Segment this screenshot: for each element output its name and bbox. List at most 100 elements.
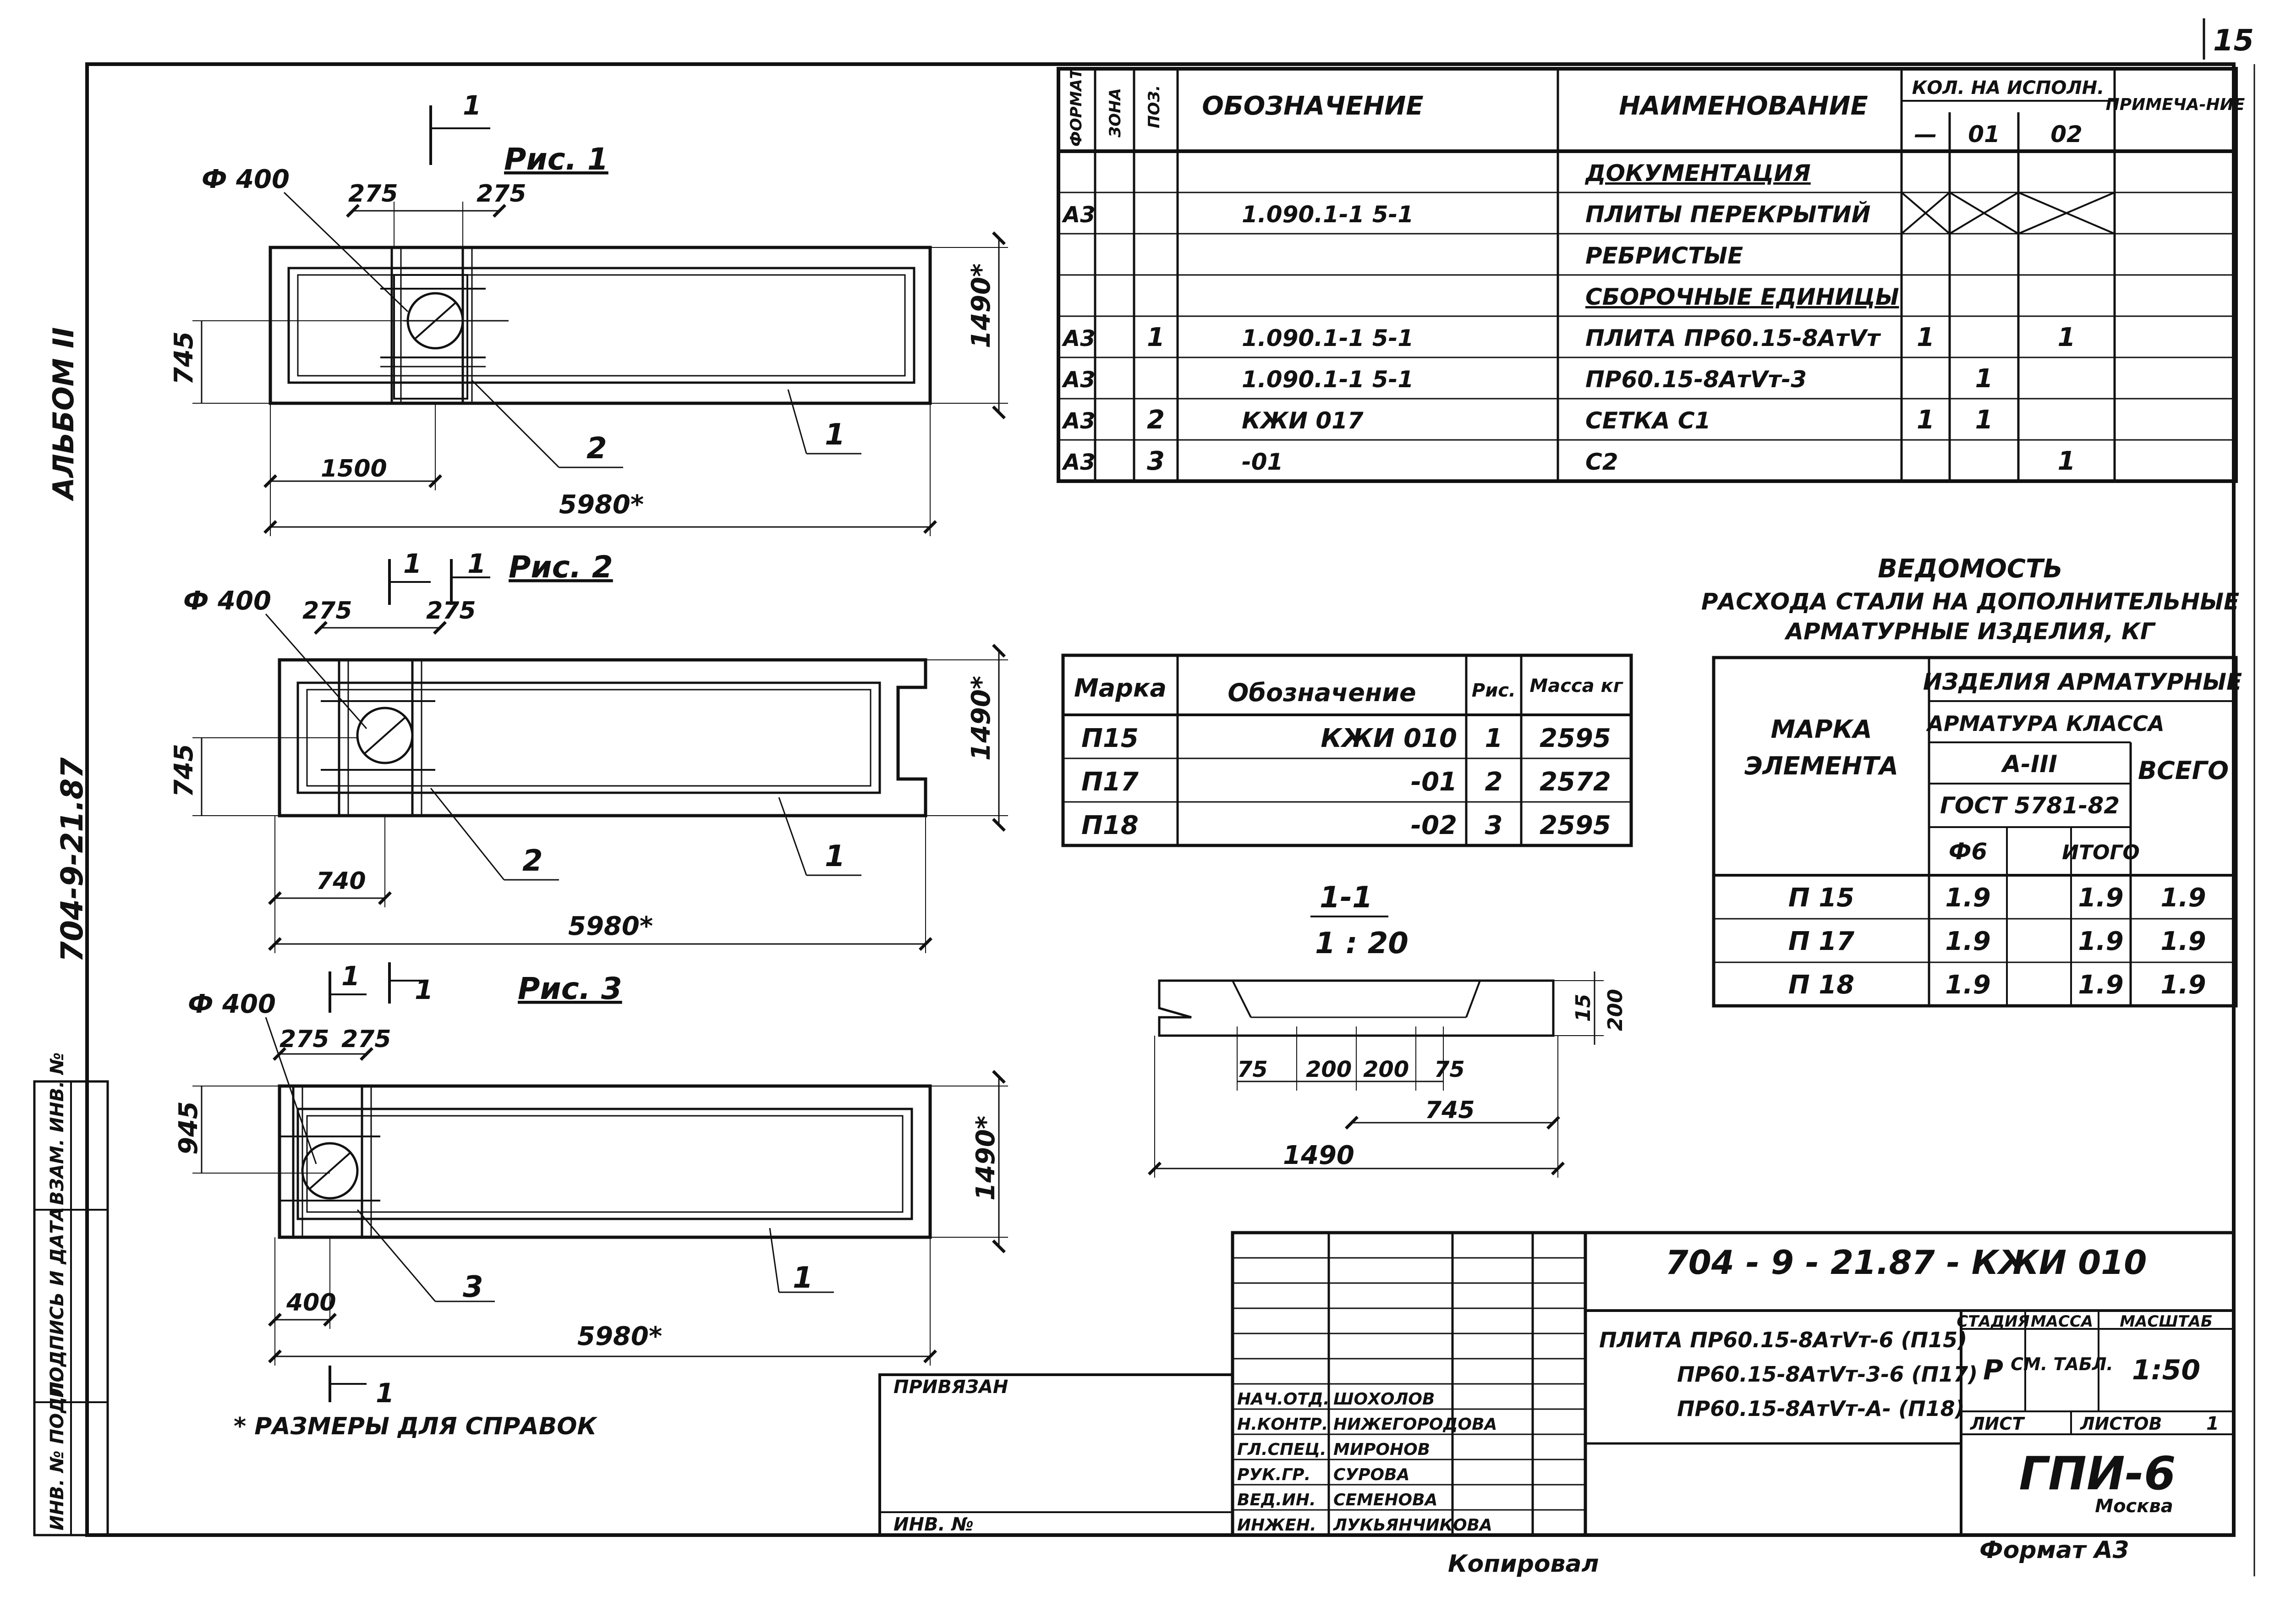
section-title: 1-1 xyxy=(1320,881,1373,915)
figure-1: Рис. 1 1 Ф 400 275 275 745 xyxy=(169,90,1008,536)
svg-text:1: 1 xyxy=(2206,1413,2219,1434)
org-name: ГПИ-6 xyxy=(2019,1447,2176,1500)
mark-header: Обозначение xyxy=(1228,678,1416,707)
svg-text:КЖИ 017: КЖИ 017 xyxy=(1242,407,1364,434)
svg-text:1.9: 1.9 xyxy=(2078,970,2123,1000)
svg-text:1.9: 1.9 xyxy=(2160,883,2206,913)
svg-text:НИЖЕГОРОДОВА: НИЖЕГОРОДОВА xyxy=(1333,1415,1497,1434)
svg-text:ВЗАМ. ИНВ. №: ВЗАМ. ИНВ. № xyxy=(47,1053,68,1205)
svg-text:945: 945 xyxy=(174,1101,203,1155)
svg-text:А3: А3 xyxy=(1061,408,1096,434)
svg-text:2572: 2572 xyxy=(1540,767,1611,797)
svg-text:5980*: 5980* xyxy=(577,1322,662,1351)
svg-text:5980*: 5980* xyxy=(568,911,653,941)
svg-text:ГЛ.СПЕЦ.: ГЛ.СПЕЦ. xyxy=(1237,1440,1326,1459)
svg-text:1.090.1-1 5-1: 1.090.1-1 5-1 xyxy=(1242,366,1414,393)
footer-copied: Копировал xyxy=(1448,1550,1599,1578)
svg-text:-02: -02 xyxy=(1411,811,1457,840)
svg-text:С2: С2 xyxy=(1585,449,1618,475)
svg-text:200: 200 xyxy=(1306,1057,1352,1082)
svg-text:1.090.1-1 5-1: 1.090.1-1 5-1 xyxy=(1242,201,1414,228)
signer-row: Н.КОНТР.НИЖЕГОРОДОВА xyxy=(1237,1415,1497,1434)
svg-text:01: 01 xyxy=(1968,121,2000,148)
section-scale: 1 : 20 xyxy=(1315,927,1409,960)
svg-text:1: 1 xyxy=(463,90,481,121)
figure-2-title: Рис. 2 xyxy=(509,549,613,585)
svg-text:—: — xyxy=(1914,121,1937,148)
svg-text:1: 1 xyxy=(793,1261,813,1295)
svg-text:А3: А3 xyxy=(1061,202,1096,228)
svg-text:1: 1 xyxy=(1485,724,1503,753)
svg-text:ИТОГО: ИТОГО xyxy=(2062,841,2140,864)
svg-text:ВЕД.ИН.: ВЕД.ИН. xyxy=(1237,1491,1316,1509)
svg-text:1: 1 xyxy=(415,974,433,1005)
svg-text:1: 1 xyxy=(1147,323,1165,352)
plate-name: ПЛИТА ПР60.15-8АтVт-6 (П15) xyxy=(1599,1328,1967,1352)
steel-header: ИЗДЕЛИЯ АРМАТУРНЫЕ xyxy=(1923,669,2242,695)
svg-text:1.9: 1.9 xyxy=(2078,927,2123,956)
svg-text:1.9: 1.9 xyxy=(1945,927,1990,956)
figure-2: Рис. 2 1 1 Ф 400 275 275 745 1490* xyxy=(169,548,1008,953)
svg-text:1: 1 xyxy=(403,548,422,579)
scale: 1:50 xyxy=(2132,1354,2200,1386)
spec-row: ДОКУМЕНТАЦИЯ xyxy=(1584,160,1811,187)
svg-text:1: 1 xyxy=(2058,446,2076,476)
svg-text:СЕМЕНОВА: СЕМЕНОВА xyxy=(1333,1491,1437,1509)
mark-header: Масса кг xyxy=(1529,675,1623,697)
svg-text:1490: 1490 xyxy=(1283,1141,1354,1170)
sheet-frame xyxy=(85,62,2236,1537)
plate-name: ПР60.15-8АтVт-3-6 (П17) xyxy=(1677,1362,1978,1387)
svg-text:ШОХОЛОВ: ШОХОЛОВ xyxy=(1333,1390,1435,1409)
signer-row: ГЛ.СПЕЦ.МИРОНОВ xyxy=(1237,1440,1430,1459)
doc-code: 704 - 9 - 21.87 - КЖИ 010 xyxy=(1666,1243,2147,1282)
svg-text:3: 3 xyxy=(463,1270,483,1304)
svg-text:15: 15 xyxy=(1572,994,1595,1022)
svg-text:1: 1 xyxy=(1975,405,1993,435)
svg-text:2: 2 xyxy=(1485,767,1503,797)
svg-text:1.9: 1.9 xyxy=(1945,883,1990,913)
svg-text:275: 275 xyxy=(302,597,352,625)
svg-text:1490*: 1490* xyxy=(971,1116,1001,1201)
svg-text:А3: А3 xyxy=(1061,367,1096,393)
svg-text:1490*: 1490* xyxy=(966,263,996,348)
org-city: Москва xyxy=(2095,1496,2173,1517)
svg-text:275: 275 xyxy=(280,1026,329,1053)
spec-header-name: НАИМЕНОВАНИЕ xyxy=(1619,91,1868,121)
svg-text:5980*: 5980* xyxy=(559,490,644,520)
album-label: АЛЬБОМ II xyxy=(47,327,80,502)
svg-text:П15: П15 xyxy=(1081,724,1139,753)
mass: СМ. ТАБЛ. xyxy=(2011,1354,2113,1374)
svg-text:МАССА: МАССА xyxy=(2031,1312,2093,1331)
svg-text:МАСШТАБ: МАСШТАБ xyxy=(2120,1312,2213,1331)
svg-text:НАЧ.ОТД.: НАЧ.ОТД. xyxy=(1237,1390,1330,1409)
svg-text:1: 1 xyxy=(1917,405,1935,435)
svg-text:740: 740 xyxy=(316,867,366,895)
svg-text:1.9: 1.9 xyxy=(2078,883,2123,913)
section-1-1: 1-1 1 : 20 75 200 200 75 745 1490 15 200 xyxy=(1148,881,1627,1178)
svg-text:1.9: 1.9 xyxy=(1945,970,1990,1000)
svg-text:02: 02 xyxy=(2050,121,2083,148)
svg-text:275: 275 xyxy=(426,597,476,625)
svg-text:П 18: П 18 xyxy=(1788,970,1854,1000)
svg-text:ПР60.15-8АтVт-3: ПР60.15-8АтVт-3 xyxy=(1585,366,1807,393)
svg-text:1: 1 xyxy=(376,1377,394,1409)
steel-header: АРМАТУРА КЛАССА xyxy=(1926,711,2164,736)
steel-title: АРМАТУРНЫЕ ИЗДЕЛИЯ, КГ xyxy=(1784,618,2156,645)
spec-header-format: ФОРМАТ xyxy=(1067,67,1085,147)
svg-text:ПЛИТЫ ПЕРЕКРЫТИЙ: ПЛИТЫ ПЕРЕКРЫТИЙ xyxy=(1585,201,1870,228)
svg-text:ПОДПИСЬ И ДАТА: ПОДПИСЬ И ДАТА xyxy=(47,1207,68,1398)
svg-text:-01: -01 xyxy=(1242,449,1283,475)
svg-text:Ф 400: Ф 400 xyxy=(188,989,276,1019)
svg-text:1: 1 xyxy=(825,839,845,873)
plate-name: ПР60.15-8АтVт-А- (П18) xyxy=(1677,1396,1965,1421)
spec-header-code: ОБОЗНАЧЕНИЕ xyxy=(1202,91,1423,121)
steel-header: МАРКА xyxy=(1770,715,1872,744)
svg-text:А3: А3 xyxy=(1061,450,1096,475)
svg-text:ЛИСТ: ЛИСТ xyxy=(1970,1414,2025,1434)
